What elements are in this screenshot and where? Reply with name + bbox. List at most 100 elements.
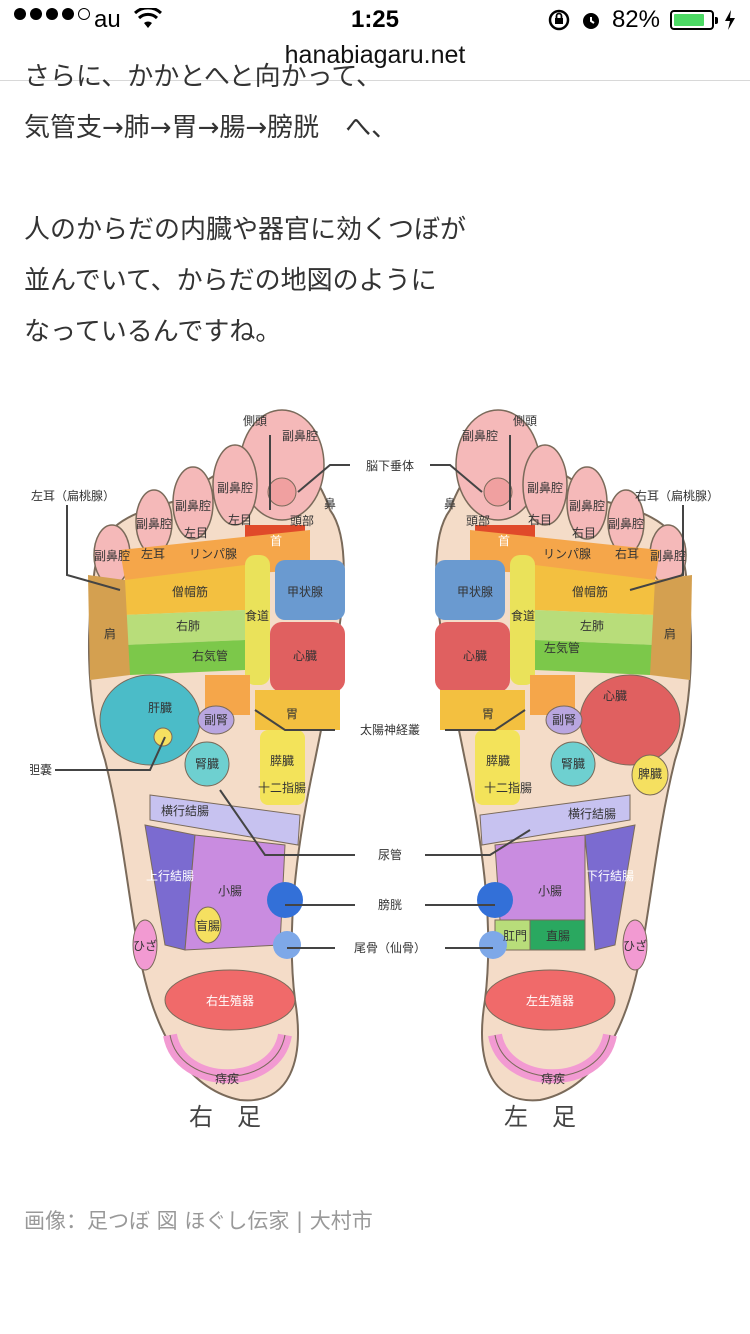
label-sokuto-l: 側頭	[513, 414, 537, 428]
label-hidari-mimi: 左耳（扁桃腺）	[31, 488, 115, 503]
label-fukujin-r: 副腎	[204, 713, 228, 727]
label-kakou: 下行結腸	[586, 869, 634, 883]
leader-lines	[55, 435, 684, 949]
article-line: なっているんですね。	[24, 317, 282, 347]
label-tanno: 胆嚢	[30, 762, 52, 777]
battery-icon	[670, 10, 718, 30]
label-bikou-l3: 副鼻腔	[569, 498, 605, 513]
label-bikou-r: 副鼻腔	[282, 428, 318, 443]
rotation-lock-icon	[548, 9, 570, 31]
label-joukou: 上行結腸	[146, 869, 194, 883]
label-boko: 膀胱	[378, 897, 402, 912]
label-shinzo-l2: 心臓	[603, 689, 627, 703]
label-juni-l: 十二指腸	[484, 780, 532, 795]
label-shokudo-r: 食道	[245, 608, 269, 623]
wifi-icon	[134, 8, 162, 28]
label-bikou-l5: 副鼻腔	[650, 548, 686, 563]
image-caption: 画像：足つぼ 図 ほぐし伝家 | 大村市	[24, 1209, 373, 1233]
label-mocho: 盲腸	[196, 918, 220, 933]
label-hana-l: 鼻	[444, 496, 456, 511]
label-migi-me-2: 右目	[572, 525, 596, 540]
label-suizo-r: 膵臓	[270, 754, 294, 768]
label-bikou-r3: 副鼻腔	[175, 498, 211, 513]
label-hidari-mimi-short: 左耳	[141, 546, 165, 561]
article-line: さらに、かかとへと向かって、	[24, 62, 383, 92]
article-line: 人のからだの内臓や器官に効くつぼが	[24, 215, 467, 245]
label-migi-hai: 右肺	[176, 618, 200, 633]
label-katakou-r: 甲状腺	[287, 585, 323, 599]
label-hidari-hai: 左肺	[580, 618, 604, 633]
label-jinzo-r: 腎臓	[195, 757, 219, 771]
label-kata-l: 肩	[664, 626, 676, 641]
label-kubi-r: 首	[270, 534, 282, 548]
label-toubu-l: 頭部	[466, 513, 490, 528]
label-chokucho: 直腸	[546, 929, 570, 943]
label-sobo-r: 僧帽筋	[172, 584, 208, 599]
left-foot-caption: 左 足	[504, 1103, 576, 1131]
label-oukou-l: 横行結腸	[568, 807, 616, 821]
carrier-name: au	[94, 6, 121, 33]
foot-reflexology-diagram: 側頭 副鼻腔 鼻 頭部 首 脳下垂体 左耳（扁桃腺） 右耳（扁桃腺） 副鼻腔 副…	[30, 409, 719, 1131]
label-jishitsu-l: 痔疾	[541, 1071, 565, 1086]
url-bar[interactable]: hanabiagaru.net	[0, 40, 750, 81]
label-bikou-l4: 副鼻腔	[608, 516, 644, 531]
right-foot	[88, 409, 345, 1102]
label-shocho-r: 小腸	[218, 884, 242, 898]
label-biko: 尾骨（仙骨）	[354, 941, 426, 955]
label-migi-kikan: 右気管	[192, 648, 228, 663]
label-migi-seishoku: 右生殖器	[206, 993, 254, 1008]
label-fukujin-l: 副腎	[552, 713, 576, 727]
label-migi-mimi: 右耳（扁桃腺）	[635, 488, 719, 503]
label-katakou-l: 甲状腺	[457, 585, 493, 599]
label-suizo-l: 膵臓	[486, 754, 510, 768]
label-toubu-r: 頭部	[290, 513, 314, 528]
battery-percent: 82%	[611, 6, 660, 33]
label-shinzo-r: 心臓	[293, 649, 317, 663]
url-domain[interactable]: hanabiagaru.net	[284, 41, 466, 69]
label-hiza-r: ひざ	[133, 938, 157, 953]
label-shocho-l: 小腸	[538, 884, 562, 898]
label-nyokan: 尿管	[378, 847, 402, 862]
label-bikou-l: 副鼻腔	[462, 428, 498, 443]
label-jinzo-l: 腎臓	[561, 757, 585, 771]
label-kubi-l: 首	[498, 534, 510, 548]
left-foot	[435, 409, 692, 1102]
label-komon: 肛門	[503, 929, 527, 943]
label-hidari-me: 左目	[228, 512, 252, 527]
label-rinpa-l: リンパ腺	[543, 547, 591, 561]
label-sobo-l: 僧帽筋	[572, 584, 608, 599]
signal-strength-icon	[14, 8, 90, 20]
label-taiyo: 太陽神経叢	[360, 722, 420, 737]
label-sokuto-r: 側頭	[243, 414, 267, 428]
label-i-l: 胃	[482, 707, 494, 721]
status-time: 1:25	[350, 6, 400, 33]
label-i-r: 胃	[286, 707, 298, 721]
label-bikou-l2: 副鼻腔	[527, 480, 563, 495]
article-body: さらに、かかとへと向かって、 気管支→肺→胃→腸→膀胱 へ、 人のからだの内臓や…	[24, 62, 726, 358]
label-hidari-seishoku: 左生殖器	[526, 993, 574, 1008]
label-bikou-r5: 副鼻腔	[94, 548, 130, 563]
label-bikou-r2: 副鼻腔	[217, 480, 253, 495]
right-foot-caption: 右 足	[189, 1103, 261, 1131]
label-hiza-l: ひざ	[623, 938, 647, 953]
label-nouka: 脳下垂体	[366, 459, 414, 473]
status-bar: au 1:25 82%	[0, 0, 750, 40]
label-oukou-r: 横行結腸	[161, 804, 209, 818]
label-rinpa-r: リンパ腺	[189, 547, 237, 561]
label-kanzo: 肝臓	[148, 701, 172, 715]
label-migi-me: 右目	[528, 512, 552, 527]
charging-icon	[725, 10, 735, 30]
label-shinzo-l: 心臓	[463, 649, 487, 663]
label-juni-r: 十二指腸	[258, 780, 306, 795]
label-migi-mimi-short: 右耳	[615, 546, 639, 561]
label-bikou-r4: 副鼻腔	[136, 516, 172, 531]
label-hidari-kikan: 左気管	[544, 640, 580, 655]
label-hidari-me-2: 左目	[184, 525, 208, 540]
label-shokudo-l: 食道	[511, 608, 535, 623]
label-hizo: 脾臓	[638, 766, 662, 781]
label-kata-r: 肩	[104, 626, 116, 641]
alarm-icon	[582, 13, 599, 29]
article-line: 気管支→肺→胃→腸→膀胱 へ、	[24, 113, 398, 143]
label-hana-r: 鼻	[324, 496, 336, 511]
article-line: 並んでいて、からだの地図のように	[24, 266, 437, 296]
